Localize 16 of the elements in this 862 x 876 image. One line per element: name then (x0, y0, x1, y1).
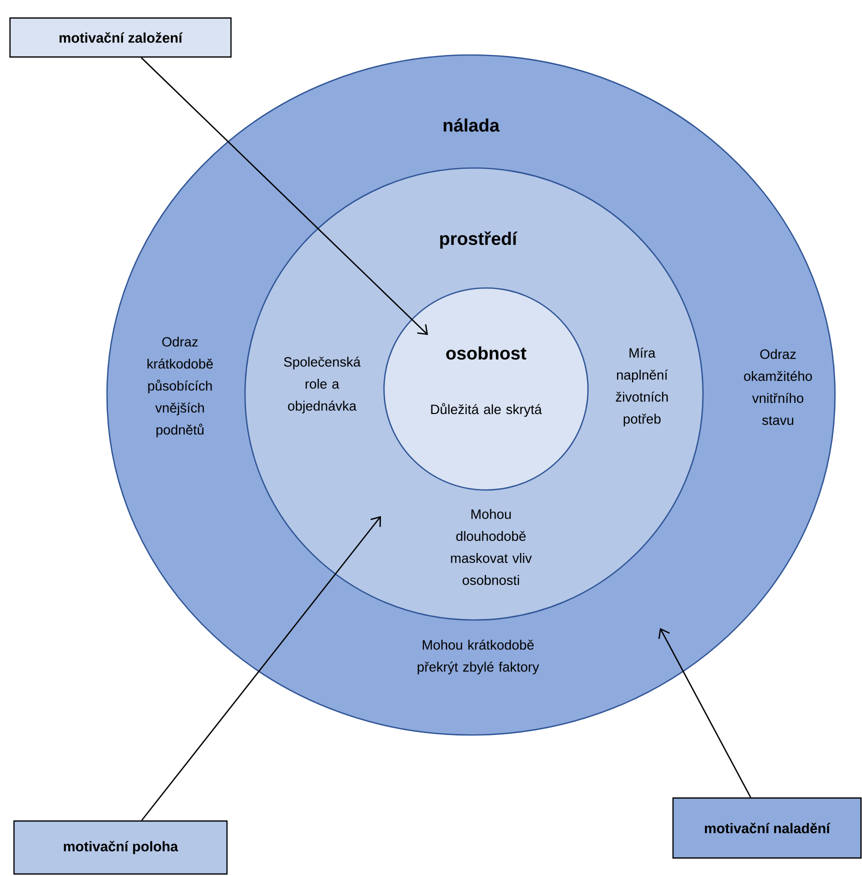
ring-text: Mohou dlouhodobě maskovat vliv osobnosti (451, 509, 532, 585)
label-box: motivační naladění (672, 797, 862, 859)
ring-text: Odraz okamžitého vnitřního stavu (744, 349, 812, 425)
arrow (658, 628, 752, 798)
ring-text: Společenská role a objednávka (284, 356, 361, 414)
ring-heading: nálada (444, 118, 500, 132)
ring-text: Mohou krátkodobě překrýt zbylé faktory (418, 640, 540, 674)
ring-text: Důležitá ale skrytá (431, 403, 542, 417)
arrow (140, 57, 428, 335)
label-box: motivační založení (9, 17, 232, 58)
arrow (141, 516, 381, 821)
ring-text: Odraz krátkodobě působících vnějších podnětů (148, 336, 213, 438)
ring-heading: osobnost (446, 346, 526, 360)
ring-heading: prostředí (440, 231, 518, 249)
ring-text: Míra naplnění životních potřeb (616, 348, 668, 426)
label-box: motivační poloha (13, 820, 228, 875)
